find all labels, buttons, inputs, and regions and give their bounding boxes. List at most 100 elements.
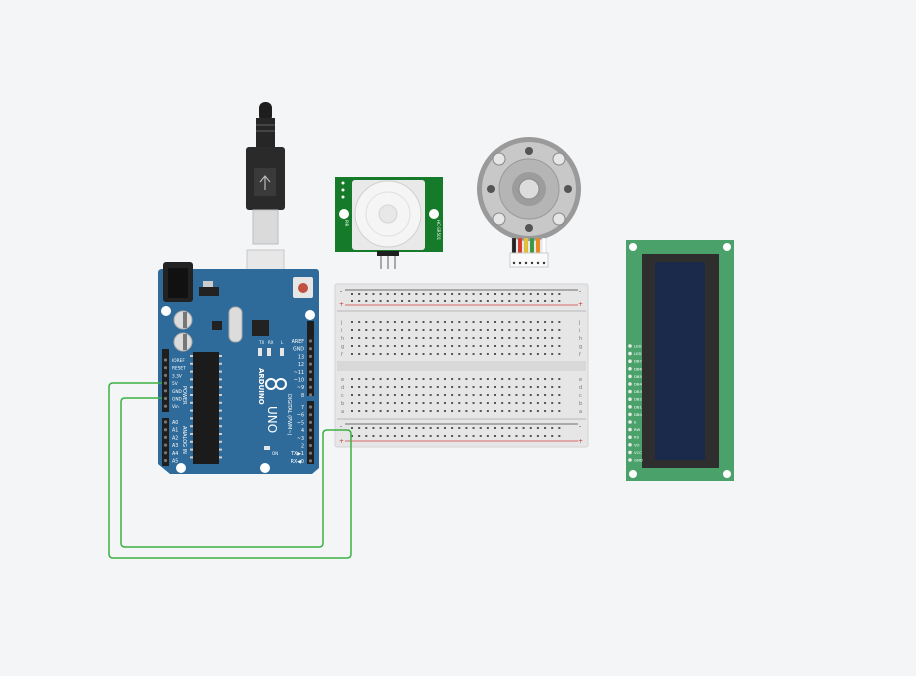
wires[interactable]: [108, 382, 352, 559]
breadboard-hole[interactable]: [529, 345, 532, 347]
breadboard-hole[interactable]: [415, 353, 418, 355]
breadboard-hole[interactable]: [522, 402, 525, 404]
breadboard-hole[interactable]: [522, 427, 525, 429]
breadboard-hole[interactable]: [551, 321, 554, 323]
breadboard-hole[interactable]: [443, 293, 446, 295]
breadboard-hole[interactable]: [494, 435, 496, 437]
breadboard-hole[interactable]: [551, 394, 554, 396]
breadboard-hole[interactable]: [529, 321, 532, 323]
breadboard-hole[interactable]: [451, 345, 454, 347]
lcd-pin[interactable]: [628, 389, 632, 394]
breadboard-hole[interactable]: [472, 386, 475, 388]
breadboard-hole[interactable]: [551, 386, 554, 388]
breadboard-hole[interactable]: [372, 402, 375, 404]
breadboard-hole[interactable]: [494, 329, 496, 331]
breadboard-hole[interactable]: [522, 435, 525, 437]
breadboard-hole[interactable]: [451, 386, 454, 388]
breadboard-hole[interactable]: [536, 321, 539, 323]
breadboard-hole[interactable]: [558, 427, 561, 429]
breadboard-hole[interactable]: [365, 321, 368, 323]
breadboard-hole[interactable]: [529, 402, 532, 404]
breadboard-hole[interactable]: [429, 353, 432, 355]
breadboard-hole[interactable]: [515, 394, 518, 396]
breadboard-hole[interactable]: [379, 378, 382, 380]
breadboard-hole[interactable]: [494, 394, 496, 396]
breadboard-hole[interactable]: [558, 329, 561, 331]
breadboard-hole[interactable]: [401, 435, 404, 437]
breadboard-hole[interactable]: [379, 345, 382, 347]
breadboard-hole[interactable]: [393, 386, 396, 388]
breadboard-hole[interactable]: [365, 410, 368, 412]
breadboard-hole[interactable]: [458, 293, 461, 295]
breadboard-hole[interactable]: [465, 402, 468, 404]
breadboard-hole[interactable]: [558, 402, 561, 404]
breadboard-hole[interactable]: [465, 337, 468, 339]
breadboard-hole[interactable]: [551, 337, 554, 339]
breadboard-hole[interactable]: [529, 410, 532, 412]
breadboard-hole[interactable]: [451, 300, 454, 302]
breadboard-hole[interactable]: [372, 345, 375, 347]
breadboard-hole[interactable]: [558, 321, 561, 323]
breadboard-hole[interactable]: [551, 435, 554, 437]
breadboard-hole[interactable]: [443, 329, 446, 331]
breadboard-hole[interactable]: [429, 329, 432, 331]
breadboard-hole[interactable]: [551, 329, 554, 331]
breadboard-hole[interactable]: [451, 427, 454, 429]
breadboard-hole[interactable]: [401, 337, 404, 339]
breadboard-hole[interactable]: [458, 435, 461, 437]
breadboard-hole[interactable]: [479, 329, 482, 331]
breadboard-hole[interactable]: [479, 321, 482, 323]
lcd-pin[interactable]: [628, 443, 632, 447]
breadboard-hole[interactable]: [486, 378, 489, 380]
breadboard-hole[interactable]: [558, 386, 561, 388]
breadboard-hole[interactable]: [436, 293, 439, 295]
breadboard-hole[interactable]: [508, 300, 511, 302]
breadboard-hole[interactable]: [486, 427, 489, 429]
breadboard-hole[interactable]: [365, 394, 368, 396]
breadboard-hole[interactable]: [379, 337, 382, 339]
breadboard-hole[interactable]: [422, 427, 425, 429]
breadboard-hole[interactable]: [372, 394, 375, 396]
breadboard-hole[interactable]: [472, 410, 475, 412]
breadboard-hole[interactable]: [386, 386, 389, 388]
breadboard-hole[interactable]: [465, 435, 468, 437]
breadboard-hole[interactable]: [536, 410, 539, 412]
breadboard-hole[interactable]: [522, 394, 525, 396]
breadboard-hole[interactable]: [379, 410, 382, 412]
breadboard-hole[interactable]: [393, 394, 396, 396]
breadboard-hole[interactable]: [436, 386, 439, 388]
breadboard-hole[interactable]: [436, 321, 439, 323]
breadboard-hole[interactable]: [501, 402, 504, 404]
breadboard-hole[interactable]: [494, 300, 496, 302]
breadboard-hole[interactable]: [372, 300, 375, 302]
breadboard-hole[interactable]: [372, 410, 375, 412]
breadboard-hole[interactable]: [393, 321, 396, 323]
breadboard-hole[interactable]: [358, 435, 361, 437]
breadboard-hole[interactable]: [408, 345, 411, 347]
breadboard-hole[interactable]: [494, 386, 496, 388]
breadboard-hole[interactable]: [422, 394, 425, 396]
breadboard-hole[interactable]: [501, 427, 504, 429]
breadboard-hole[interactable]: [351, 353, 353, 355]
breadboard-hole[interactable]: [415, 345, 418, 347]
breadboard-hole[interactable]: [379, 293, 382, 295]
breadboard-hole[interactable]: [401, 329, 404, 331]
breadboard-hole[interactable]: [408, 329, 411, 331]
breadboard-hole[interactable]: [422, 345, 425, 347]
breadboard-hole[interactable]: [486, 293, 489, 295]
breadboard-hole[interactable]: [458, 337, 461, 339]
power-header[interactable]: [162, 349, 169, 412]
lcd-pin[interactable]: [628, 397, 632, 402]
breadboard-hole[interactable]: [422, 321, 425, 323]
breadboard-hole[interactable]: [465, 353, 468, 355]
breadboard-hole[interactable]: [558, 293, 561, 295]
breadboard-hole[interactable]: [358, 402, 361, 404]
breadboard-hole[interactable]: [422, 410, 425, 412]
breadboard-hole[interactable]: [479, 353, 482, 355]
breadboard-hole[interactable]: [522, 300, 525, 302]
breadboard-hole[interactable]: [443, 337, 446, 339]
breadboard-hole[interactable]: [408, 386, 411, 388]
breadboard-hole[interactable]: [544, 435, 547, 437]
breadboard-hole[interactable]: [515, 386, 518, 388]
